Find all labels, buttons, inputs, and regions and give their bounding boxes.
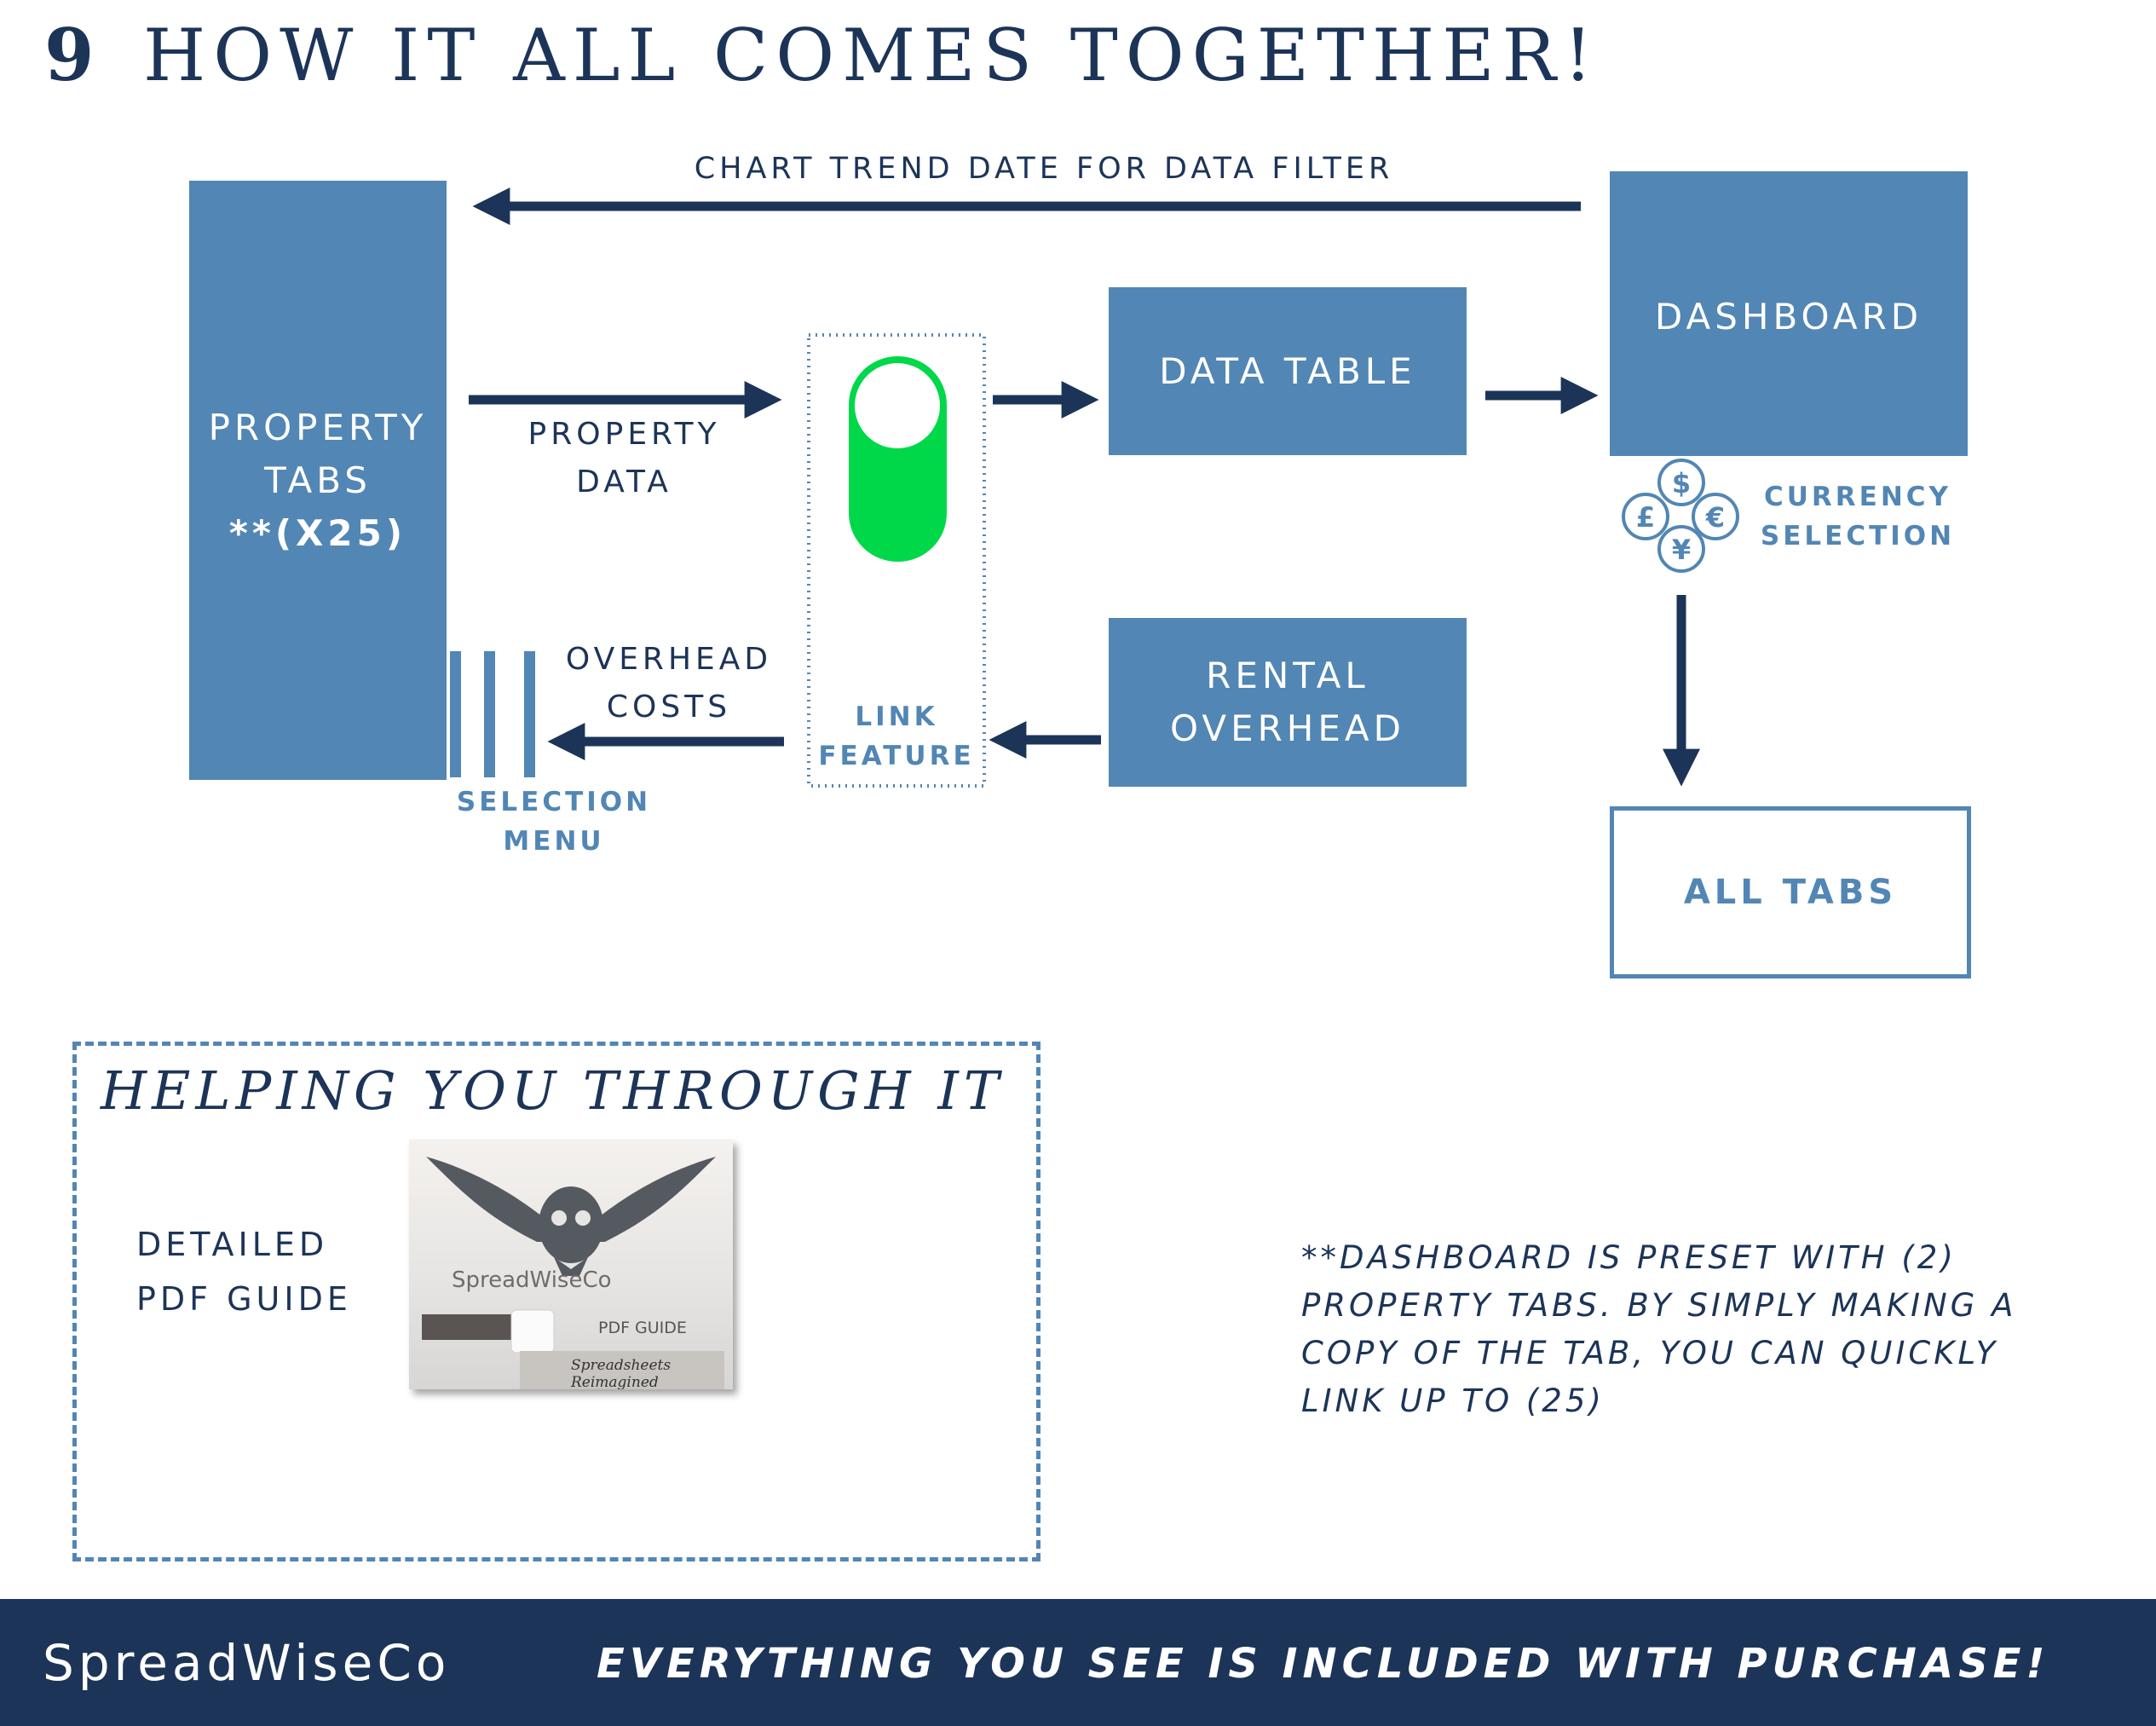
- currency-selection-line1: CURRENCY: [1764, 482, 1951, 512]
- property-tabs-count: **(X25): [228, 511, 407, 554]
- step-number: 9: [44, 13, 95, 97]
- currency-selection-line2: SELECTION: [1760, 521, 1956, 551]
- yen-icon: ¥: [1672, 534, 1691, 566]
- dashboard-box: DASHBOARD: [1610, 171, 1968, 456]
- dollar-icon: $: [1672, 467, 1691, 499]
- property-tabs-box: PROPERTY TABS **(X25): [189, 181, 447, 780]
- thumbnail-brand: SpreadWiseCo: [452, 1267, 612, 1293]
- chart-trend-label: CHART TREND DATE FOR DATA FILTER: [694, 152, 1394, 186]
- overhead-costs-label: OVERHEAD COSTS: [545, 636, 793, 731]
- selection-menu-bar: [524, 651, 535, 777]
- rental-overhead-line2: OVERHEAD: [1170, 707, 1405, 749]
- property-tabs-line1: PROPERTY: [208, 406, 428, 448]
- currency-selection-label: CURRENCY SELECTION: [1755, 477, 1960, 556]
- note-line4: LINK UP TO (25): [1301, 1383, 1605, 1419]
- diagram-arrows: $ £ € ¥: [450, 188, 1739, 788]
- link-feature-line1: LINK: [855, 701, 938, 732]
- selection-menu-label: SELECTION MENU: [443, 782, 665, 861]
- selection-menu-line2: MENU: [503, 826, 605, 857]
- help-title: HELPING YOU THROUGH IT: [101, 1059, 1005, 1122]
- note-line3: COPY OF THE TAB, YOU CAN QUICKLY: [1301, 1335, 1999, 1371]
- page-title: HOW IT ALL COMES TOGETHER!: [143, 14, 1600, 97]
- all-tabs-label: ALL TABS: [1683, 873, 1898, 912]
- pound-icon: £: [1636, 501, 1655, 534]
- euro-icon: €: [1705, 501, 1725, 534]
- selection-menu-bar: [484, 651, 495, 777]
- pdf-guide-line1: DETAILED: [136, 1226, 329, 1263]
- pdf-guide-thumbnail[interactable]: SpreadWiseCo PDF GUIDE Spreadsheets Reim…: [409, 1140, 733, 1389]
- all-tabs-box: ALL TABS: [1610, 806, 1971, 978]
- help-panel: [72, 1042, 1041, 1561]
- rental-overhead-line1: RENTAL: [1206, 655, 1369, 696]
- note-line2: PROPERTY TABS. BY SIMPLY MAKING A: [1301, 1287, 2017, 1324]
- property-data-label: PROPERTY DATA: [477, 411, 771, 506]
- data-table-box: DATA TABLE: [1109, 287, 1467, 455]
- rental-overhead-box: RENTAL OVERHEAD: [1109, 618, 1467, 787]
- pdf-guide-line2: PDF GUIDE: [136, 1280, 352, 1318]
- pdf-guide-label: DETAILED PDF GUIDE: [136, 1217, 392, 1326]
- dashboard-note: **DASHBOARD IS PRESET WITH (2) PROPERTY …: [1301, 1234, 2102, 1425]
- link-feature-line2: FEATURE: [818, 741, 975, 771]
- footer-bar: SpreadWiseCo EVERYTHING YOU SEE IS INCLU…: [0, 1599, 2156, 1726]
- footer-brand: SpreadWiseCo: [43, 1634, 451, 1692]
- toggle-knob: [855, 363, 940, 448]
- overhead-costs-line2: COSTS: [606, 690, 732, 724]
- selection-menu-line1: SELECTION: [456, 787, 652, 817]
- property-data-line2: DATA: [576, 465, 672, 499]
- note-line1: **DASHBOARD IS PRESET WITH (2): [1301, 1239, 1957, 1276]
- footer-tagline: EVERYTHING YOU SEE IS INCLUDED WITH PURC…: [597, 1640, 2050, 1688]
- currency-icon: [1622, 459, 1739, 573]
- owl-logo-icon: [422, 1157, 724, 1389]
- thumbnail-tagline: Spreadsheets Reimagined: [571, 1357, 672, 1389]
- thumbnail-caption: PDF GUIDE: [598, 1319, 687, 1337]
- link-feature-label: LINK FEATURE: [809, 697, 984, 776]
- property-tabs-line2: TABS: [264, 459, 372, 501]
- property-data-line1: PROPERTY: [527, 417, 721, 452]
- overhead-costs-line1: OVERHEAD: [565, 642, 773, 677]
- selection-menu-bar: [450, 651, 461, 777]
